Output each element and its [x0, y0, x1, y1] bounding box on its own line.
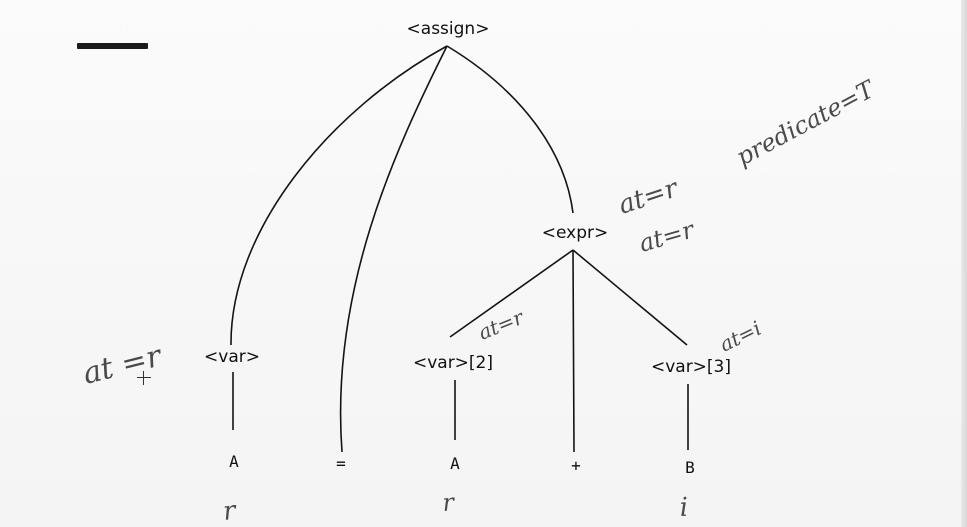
- annotation-leaf-a-left: r: [222, 496, 239, 527]
- leaf-a-mid: A: [450, 454, 460, 473]
- edge-expr-var2: [449, 249, 574, 338]
- edge-expr-var3: [572, 249, 688, 346]
- edge-assign-expr: [446, 45, 574, 214]
- node-var2: <var>[2]: [413, 353, 493, 373]
- node-var-left: <var>: [204, 347, 260, 367]
- dash-mark: [77, 43, 148, 49]
- annotation-leaf-b: i: [679, 493, 688, 523]
- annotation-expr-at-2: at=r: [636, 215, 699, 258]
- edge-expr-plus: [572, 249, 575, 453]
- leaf-equals: =: [336, 454, 346, 473]
- annotation-expr-at-1: at=r: [615, 173, 683, 221]
- leaf-b: B: [685, 458, 695, 477]
- node-var3: <var>[3]: [651, 357, 731, 377]
- annotation-var3-at: at=i: [716, 316, 765, 356]
- annotation-leaf-a-mid: r: [441, 488, 456, 517]
- edge-assign-var: [230, 45, 448, 346]
- crosshair-cursor-icon: [137, 371, 151, 385]
- leaf-a-left: A: [229, 452, 239, 471]
- node-expr: <expr>: [542, 223, 609, 243]
- node-assign: <assign>: [407, 19, 490, 39]
- leaf-plus: +: [571, 456, 581, 475]
- annotation-predicate: predicate=T: [732, 74, 881, 171]
- edge-assign-equals: [339, 45, 448, 453]
- scroll-edge: [961, 0, 967, 527]
- annotation-var2-at: at=r: [475, 305, 528, 345]
- annotation-var-left-at: at =r: [79, 338, 166, 391]
